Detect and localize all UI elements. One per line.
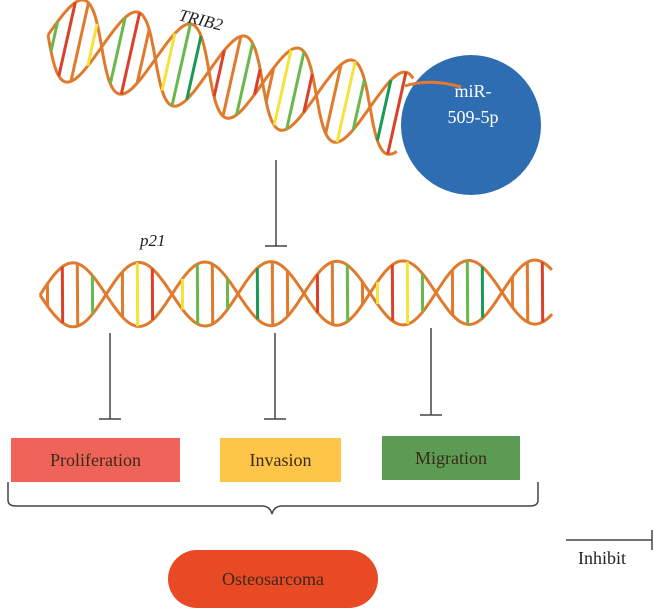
migration-label: Migration (415, 447, 487, 468)
migration-box: Migration (382, 436, 520, 480)
mirna-strand-tail (404, 80, 462, 89)
helix-base-pair (335, 61, 357, 143)
helix-base-pair (170, 23, 192, 107)
p21-dna-helix (38, 258, 554, 329)
helix-base-pair (69, 2, 90, 82)
helix-strand (38, 259, 554, 328)
helix-base-pair (119, 12, 142, 95)
helix-base-pair (272, 49, 293, 126)
helix-base-pair (160, 33, 177, 91)
helix-base-pair (221, 35, 243, 117)
helix-base-pair (212, 49, 226, 97)
helix-base-pair (108, 17, 127, 85)
inhibit-arrow-mirna-to-p21 (265, 160, 287, 247)
osteosarcoma-pill: Osteosarcoma (168, 550, 378, 608)
mirna-label-line1: miR- (454, 81, 492, 101)
inhibit-arrow-migration (420, 328, 442, 416)
grouping-brace (7, 482, 539, 515)
helix-base-pair (264, 67, 276, 103)
helix-base-pair (351, 79, 366, 131)
inhibit-arrow-invasion (264, 333, 286, 420)
invasion-label: Invasion (249, 449, 312, 470)
helix-base-pair (49, 21, 60, 52)
helix-base-pair (324, 64, 343, 134)
helix-base-pair (86, 23, 99, 67)
helix-base-pair (57, 2, 77, 77)
helix-strand (46, 10, 398, 156)
helix-base-pair (185, 35, 203, 100)
helix-strand (46, 0, 415, 144)
proliferation-label: Proliferation (50, 449, 141, 470)
mirna-label-line2: 509-5p (447, 107, 499, 127)
mirna-label: miR- 509-5p (405, 78, 541, 130)
inhibit-arrow-proliferation (99, 333, 121, 420)
invasion-box: Invasion (220, 438, 341, 482)
helix-base-pair (235, 43, 255, 116)
helix-base-pair (285, 51, 306, 130)
helix-base-pair (253, 68, 262, 95)
trib2-label: TRIB2 (177, 5, 225, 34)
p21-label: p21 (139, 231, 166, 250)
inhibit-legend-label: Inhibit (578, 548, 626, 568)
helix-strand (38, 258, 553, 329)
inhibit-legend-symbol (566, 530, 653, 550)
mirna-circle (401, 55, 541, 195)
helix-base-pair (135, 29, 151, 84)
proliferation-box: Proliferation (11, 438, 180, 482)
trib2-dna-helix (46, 0, 415, 156)
helix-base-pair (375, 79, 393, 141)
osteosarcoma-label: Osteosarcoma (222, 568, 324, 589)
helix-base-pair (302, 73, 314, 113)
helix-base-pair (386, 71, 408, 155)
